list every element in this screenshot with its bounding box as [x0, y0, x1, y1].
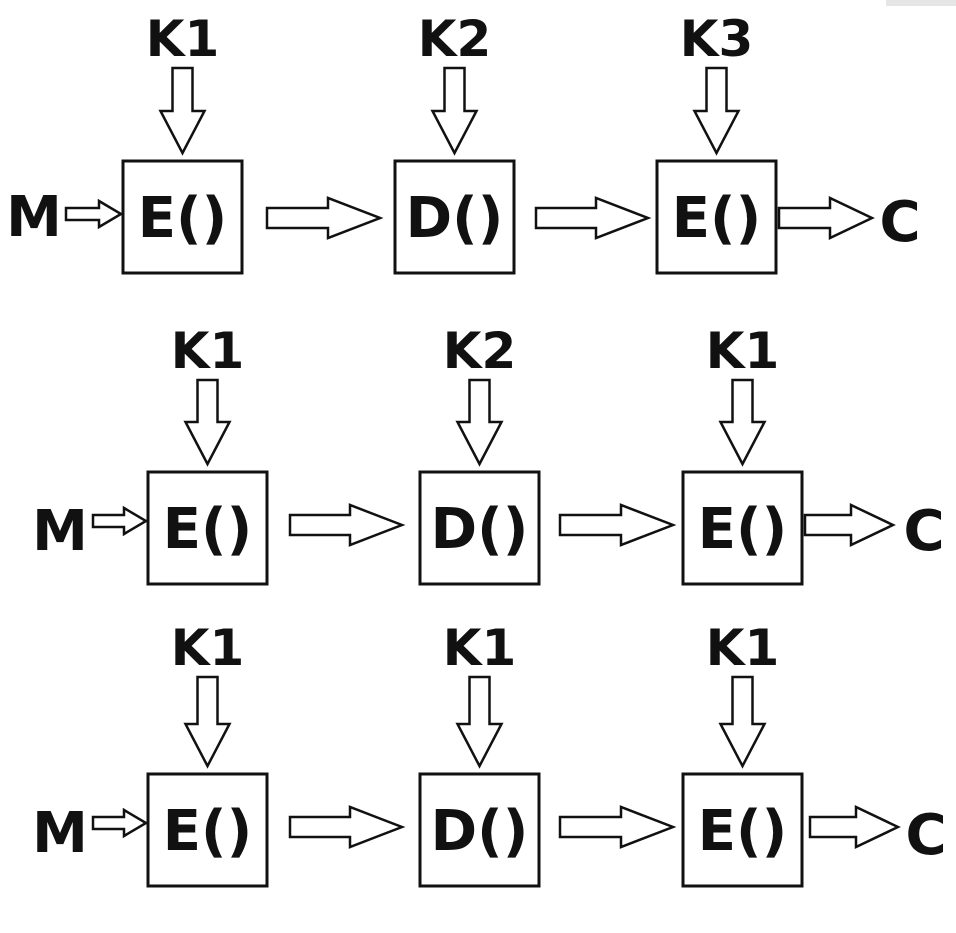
message-label: M [6, 185, 62, 250]
key-label: K2 [443, 322, 517, 380]
block-arrow-1 [265, 196, 384, 240]
corner-strip [886, 0, 956, 6]
key-label: K1 [706, 619, 780, 677]
operation-label: E() [163, 799, 252, 864]
output-arrow [808, 805, 901, 849]
block-arrow-2 [534, 196, 652, 240]
input-arrow [91, 505, 149, 537]
key-arrow [718, 675, 767, 769]
cipher-row-3: M K1E() K1D() K1E() C [32, 619, 947, 888]
key-label: K3 [680, 10, 754, 68]
cipher-block [681, 772, 804, 888]
key-arrow [430, 66, 479, 156]
cipher-row-2: M K1E() K2D() K1E() C [32, 322, 945, 586]
key-label: K2 [418, 10, 492, 68]
key-label: K1 [146, 10, 220, 68]
key-arrow [455, 378, 504, 467]
block-arrow-1 [288, 503, 406, 547]
key-arrow [692, 66, 741, 156]
message-label: M [32, 499, 88, 564]
input-arrow [91, 807, 149, 839]
operation-label: D() [431, 497, 529, 562]
cipher-block [393, 159, 516, 275]
operation-label: D() [431, 799, 529, 864]
key-arrow [455, 675, 504, 769]
cipher-block [681, 470, 804, 586]
key-arrow [183, 675, 232, 769]
operation-label: E() [698, 497, 787, 562]
message-label: M [32, 801, 88, 866]
operation-label: E() [163, 497, 252, 562]
key-label: K1 [443, 619, 517, 677]
key-label: K1 [706, 322, 780, 380]
cipher-block [418, 470, 541, 586]
output-arrow [777, 196, 875, 240]
ciphertext-label: C [905, 803, 946, 868]
block-arrow-2 [558, 805, 677, 849]
operation-label: D() [406, 186, 504, 251]
block-arrow-1 [288, 805, 406, 849]
operation-label: E() [698, 799, 787, 864]
key-arrow [158, 66, 207, 156]
input-arrow [64, 198, 124, 230]
cipher-block [146, 470, 269, 586]
output-arrow [803, 503, 896, 547]
operation-label: E() [138, 186, 227, 251]
key-label: K1 [171, 619, 245, 677]
operation-label: E() [672, 186, 761, 251]
key-label: K1 [171, 322, 245, 380]
cipher-row-1: M K1E() K2D() K3E() C [6, 10, 921, 275]
cipher-block [146, 772, 269, 888]
ciphertext-label: C [879, 190, 920, 255]
block-arrow-2 [558, 503, 677, 547]
cipher-block [418, 772, 541, 888]
key-arrow [183, 378, 232, 467]
ciphertext-label: C [903, 499, 944, 564]
cipher-block [121, 159, 244, 275]
key-arrow [718, 378, 767, 467]
cipher-block [655, 159, 778, 275]
